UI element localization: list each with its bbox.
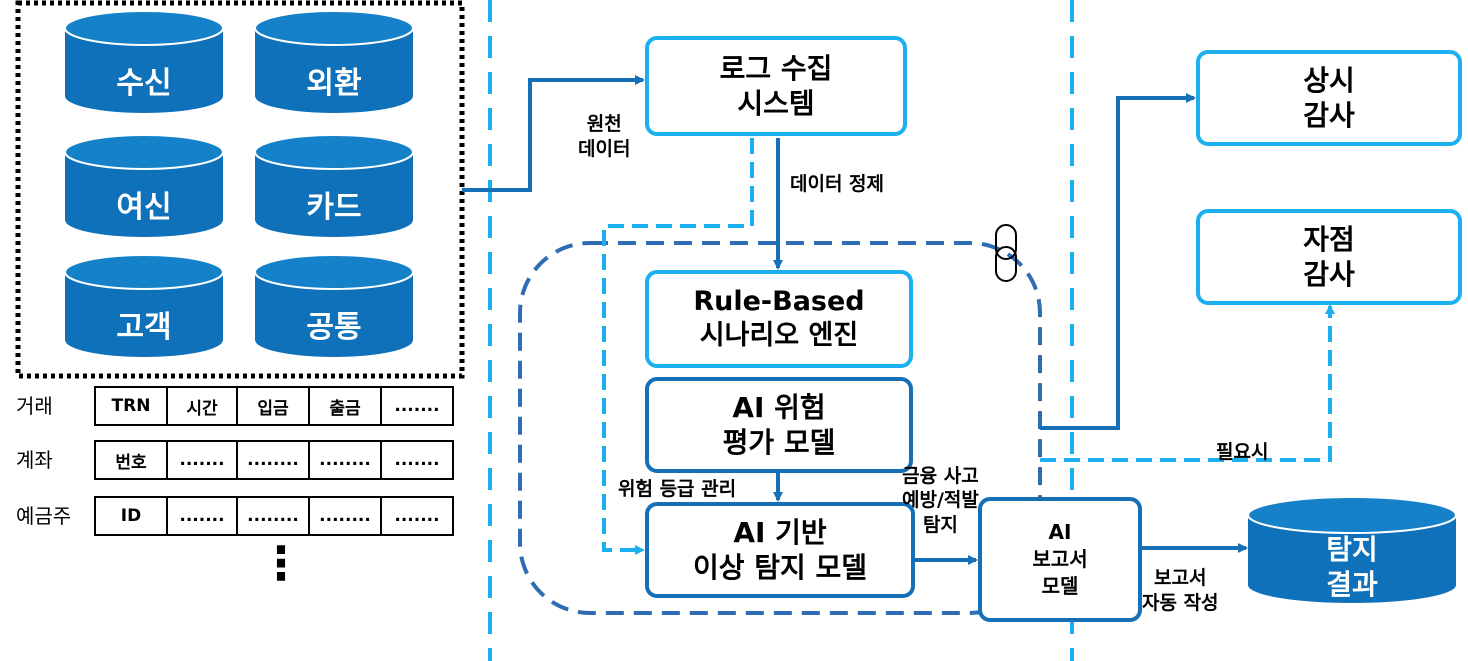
table-cell: ....... [166,440,238,480]
table-cell: ID [94,496,168,536]
arrow-raw-data [462,75,645,192]
cleanse-label: 데이터 정제 [790,173,885,195]
database-label: 공통 [306,310,362,345]
table-cell: ........ [308,440,382,480]
table-cell: ........ [236,440,310,480]
database-cylinder [254,254,414,357]
database-label: 수신 [116,66,172,101]
table-cell: TRN [94,386,168,426]
table-row: 번호.............................. [94,440,454,480]
arrow-dashed-bypass [602,138,754,555]
database-label: 외환 [306,66,362,101]
when-needed-label: 필요시 [1216,441,1269,463]
table-cell: 번호 [94,440,168,480]
database-cylinder [64,10,224,113]
database-cylinders [64,10,414,357]
more-rows-indicator: ⋮ [258,536,304,590]
table-cell: ........ [308,496,382,536]
table-cell: 시간 [166,386,238,426]
database-label: 카드 [306,190,362,225]
table-row-label: 거래 [16,394,53,418]
table-cell: 입금 [236,386,310,426]
table-row-label: 계좌 [16,448,53,472]
arrow-self-audit [1040,304,1335,462]
table-row: ID.............................. [94,496,454,536]
database-label: 고객 [116,310,172,345]
database-cylinder [254,10,414,113]
table-cell: ....... [380,386,454,426]
database-cylinder [254,134,414,237]
risk-grade-label: 위험 등급 관리 [618,478,737,500]
table-cell: ........ [236,496,310,536]
table-row-label: 예금주 [16,504,72,528]
table-cell: ....... [380,496,454,536]
table-cell: ....... [380,440,454,480]
arrow-constant-audit [1040,93,1196,430]
database-label: 여신 [116,190,172,225]
database-cylinder [64,134,224,237]
result-database-icon [1247,496,1457,603]
database-cylinder [64,254,224,357]
table-cell: 출금 [308,386,382,426]
table-cell: ....... [166,496,238,536]
link-icon [995,224,1017,282]
